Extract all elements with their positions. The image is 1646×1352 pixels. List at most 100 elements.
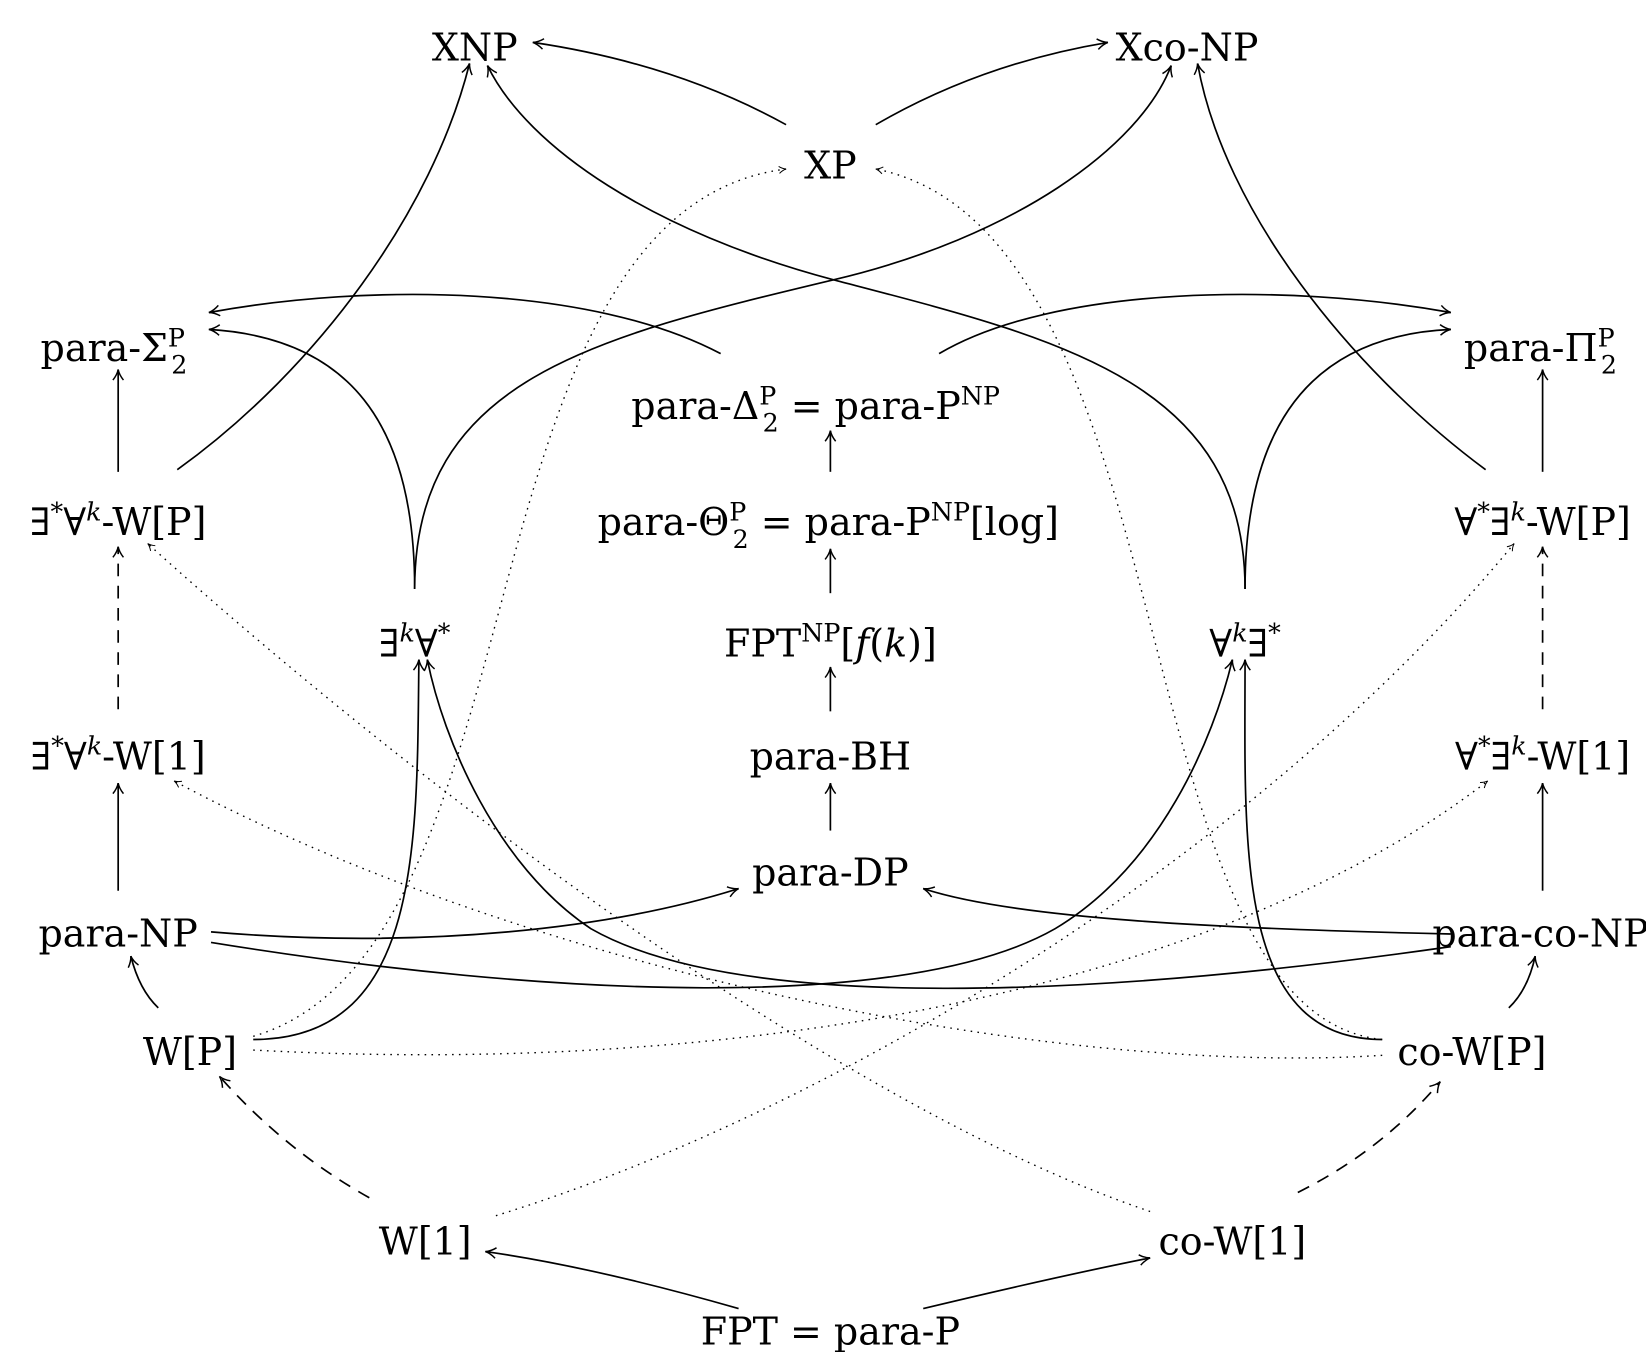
- node-text: FPT: [724, 621, 801, 665]
- node-superscript: *: [1477, 496, 1490, 526]
- node-forall-exists-wp: ∀*​∃k​-W[P]: [1454, 496, 1630, 544]
- edge-para-np-to-para-dp-arrow: [210, 886, 739, 940]
- node-text: ∃: [1490, 500, 1511, 544]
- node-superscript: k: [1511, 731, 1526, 761]
- node-text: ∀: [64, 734, 87, 778]
- node-text: [log]: [970, 500, 1059, 544]
- node-text: para-DP: [752, 850, 909, 894]
- node-text: para-BH: [750, 734, 912, 778]
- node-subscript: 2: [171, 350, 187, 380]
- node-para-theta2p: para-ΘP2​ = para-PNP​[log]: [598, 496, 1059, 553]
- node-superscript: k: [400, 618, 415, 648]
- node-superscript: P: [168, 322, 185, 352]
- edge-exists-k-forall-to-xconp-arrow: [413, 65, 1174, 589]
- node-fpt: FPT = para-P: [701, 1309, 960, 1352]
- node-text: para-co-NP: [1432, 912, 1646, 956]
- node-text: -W[P]: [1526, 500, 1631, 544]
- node-superscript: k: [1232, 618, 1247, 648]
- node-xnp: XNP: [432, 25, 518, 69]
- edge-xp-to-xconp-arrow: [875, 38, 1109, 126]
- node-text: k: [884, 621, 907, 665]
- edge-cow1-to-exists-forall-wp-arrow: [147, 543, 1151, 1213]
- node-text: XNP: [432, 25, 518, 69]
- node-xconp: Xco-NP: [1116, 25, 1259, 69]
- node-para-sigma2p: para-ΣP2​: [41, 322, 188, 379]
- edge-para-np-to-forall-k-exists-arrow: [210, 659, 1236, 989]
- node-text: para-Θ: [598, 500, 730, 544]
- node-superscript: k: [87, 731, 102, 761]
- node-text: ∀: [1209, 621, 1232, 665]
- node-text: (: [869, 621, 884, 665]
- node-subscript: 2: [763, 408, 779, 438]
- node-exists-forall-wp: ∃*​∀k​-W[P]: [30, 496, 206, 544]
- node-w1: W[1]: [379, 1220, 472, 1264]
- edge-fpt-to-cow1-arrow: [923, 1254, 1151, 1310]
- node-text: ∀: [1454, 500, 1477, 544]
- node-exists-forall-w1: ∃*​∀k​-W[1]: [31, 731, 206, 779]
- node-text: ∀: [63, 500, 86, 544]
- node-text: Xco-NP: [1116, 25, 1259, 69]
- node-para-conp: para-co-NP: [1432, 912, 1646, 956]
- node-para-dp: para-DP: [752, 850, 909, 894]
- edge-fpt-to-w1-arrow: [485, 1247, 739, 1310]
- node-text: XP: [804, 144, 857, 188]
- node-text: )]: [907, 621, 937, 665]
- edge-w1-to-forall-exists-wp-arrow: [495, 543, 1515, 1217]
- edge-para-conp-to-para-dp-arrow: [922, 886, 1451, 935]
- node-superscript: k: [86, 496, 101, 526]
- node-xp: XP: [804, 144, 857, 188]
- node-text: para-NP: [39, 912, 198, 956]
- node-superscript: NP: [931, 496, 970, 526]
- node-text: para-Δ: [631, 384, 759, 428]
- node-fpt-np-fk: FPTNP​[f(k)]: [724, 618, 937, 666]
- node-text: -W[1]: [1527, 734, 1631, 778]
- node-superscript: *: [51, 731, 64, 761]
- node-cowp: co-W[P]: [1397, 1030, 1546, 1074]
- node-text: ∀: [1455, 734, 1478, 778]
- node-wp: W[P]: [143, 1030, 237, 1074]
- node-subscript: 2: [1601, 350, 1617, 380]
- edge-wp-to-para-np-arrow: [127, 955, 159, 1009]
- node-text: para-Σ: [41, 326, 168, 370]
- node-para-delta2p: para-ΔP2​ = para-PNP​: [631, 380, 1000, 437]
- node-text: -W[1]: [102, 734, 206, 778]
- edge-wp-to-exists-k-forall-arrow: [253, 659, 425, 1041]
- node-superscript: P: [729, 496, 746, 526]
- node-superscript: *: [438, 618, 451, 648]
- edge-forall-k-exists-to-xnp-arrow: [486, 65, 1246, 589]
- edge-wp-to-forall-exists-w1-arrow: [253, 780, 1489, 1056]
- node-superscript: P: [759, 380, 776, 410]
- edge-para-conp-to-exists-k-forall-arrow: [423, 659, 1451, 990]
- edge-forall-k-exists-to-para-pi2p-arrow: [1244, 324, 1451, 589]
- node-text: ∃: [379, 621, 400, 665]
- node-text: W[P]: [143, 1030, 237, 1074]
- edge-cow1-to-cowp-arrow: [1297, 1081, 1441, 1194]
- node-para-bh: para-BH: [750, 734, 912, 778]
- node-superscript: *: [1478, 731, 1491, 761]
- node-text: ∀: [415, 621, 438, 665]
- node-superscript: NP: [961, 380, 1000, 410]
- edge-cowp-to-exists-forall-w1-arrow: [173, 780, 1383, 1059]
- node-superscript: *: [51, 496, 64, 526]
- node-text: = para-P: [779, 384, 961, 428]
- node-text: co-W[1]: [1159, 1220, 1307, 1264]
- node-para-pi2p: para-ΠP2​: [1464, 322, 1617, 379]
- node-text: [: [840, 621, 855, 665]
- node-superscript: k: [1511, 496, 1526, 526]
- node-text: = para-P: [749, 500, 931, 544]
- node-text: ∃: [30, 500, 51, 544]
- edge-w1-to-wp-arrow: [218, 1075, 370, 1199]
- node-text: co-W[P]: [1397, 1030, 1546, 1074]
- edge-forall-exists-wp-to-xconp-arrow: [1193, 63, 1487, 471]
- node-exists-k-forall: ∃k​∀*​: [379, 618, 451, 666]
- edge-exists-k-forall-to-para-sigma2p-arrow: [208, 324, 416, 589]
- node-text: W[1]: [379, 1220, 472, 1264]
- node-forall-exists-w1: ∀*​∃k​-W[1]: [1455, 731, 1630, 779]
- edge-cowp-to-xp-arrow: [875, 166, 1383, 1041]
- node-text: -W[P]: [101, 500, 206, 544]
- node-text: ∃: [31, 734, 52, 778]
- node-para-np: para-NP: [39, 912, 198, 956]
- node-forall-k-exists: ∀k​∃*​: [1209, 618, 1281, 666]
